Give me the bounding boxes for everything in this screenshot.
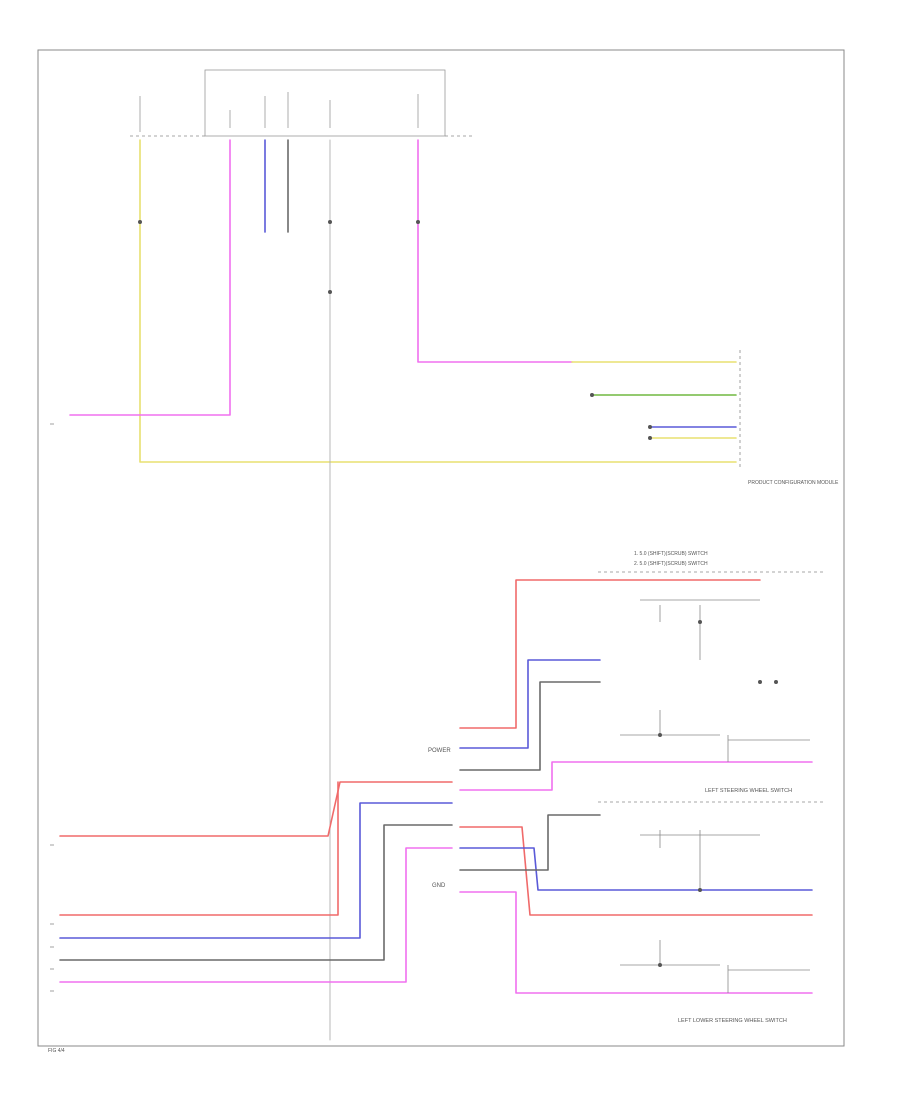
- wire-yellow-upper: [139, 139, 737, 463]
- connector-dots: [138, 220, 778, 967]
- gnd-label: GND: [432, 883, 446, 889]
- switch-ladder-upper: [620, 599, 810, 993]
- junction-module-box: [204, 69, 446, 137]
- wire-blue-switch2: [459, 847, 813, 891]
- wire-gray-switch2: [459, 814, 601, 871]
- power-label: POWER: [428, 748, 451, 754]
- module-pin-marks: [139, 92, 419, 132]
- diagram-frame: [37, 49, 845, 1047]
- clockspring-header-1: 1. 5.0 (SHIFT)(SCRUB) SWITCH: [634, 551, 708, 557]
- wire-red-switch1: [459, 579, 761, 729]
- wire-red-switch2: [459, 826, 813, 916]
- wire-gray-long-b: [59, 824, 453, 961]
- wire-red-long-a: [59, 781, 453, 837]
- left-steering-switch-label: LEFT STEERING WHEEL SWITCH: [705, 788, 792, 794]
- left-lower-steering-switch-label: LEFT LOWER STEERING WHEEL SWITCH: [678, 1018, 787, 1024]
- wire-pink-switch2: [459, 891, 813, 994]
- wire-blue-switch1: [459, 659, 601, 749]
- module-bottom-label: PRODUCT CONFIGURATION MODULE: [748, 480, 839, 486]
- wire-gray-switch1: [459, 681, 601, 771]
- figure-number: FIG 4/4: [48, 1048, 65, 1054]
- wire-pink-left: [69, 139, 231, 416]
- wire-red-long-b: [59, 781, 339, 916]
- left-edge-pins: [50, 423, 54, 992]
- clockspring-header-2: 2. 5.0 (SHIFT)(SCRUB) SWITCH: [634, 561, 708, 567]
- wire-pink-right: [417, 139, 573, 363]
- wire-pink-switch1: [459, 761, 813, 791]
- wire-pink-long: [59, 847, 453, 983]
- wire-blue-long: [59, 802, 453, 939]
